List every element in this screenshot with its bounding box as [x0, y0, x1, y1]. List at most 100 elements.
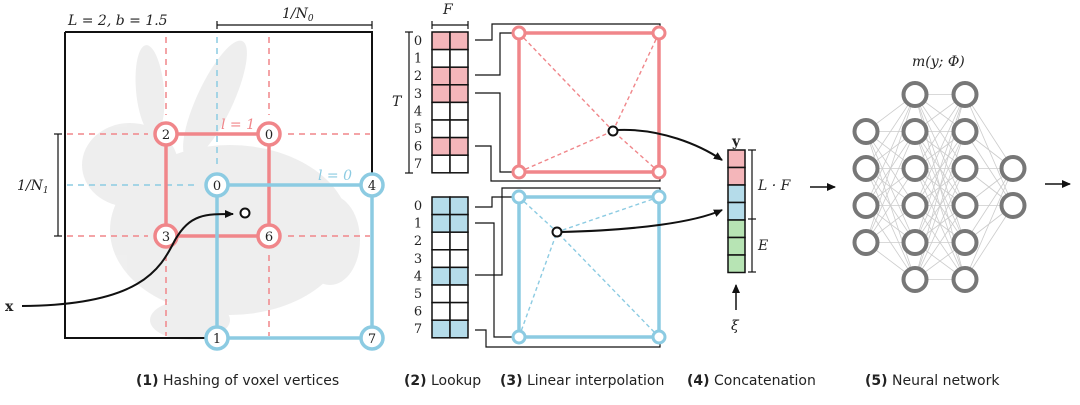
- network-edge: [914, 94, 966, 206]
- network-node-layer1: [901, 81, 929, 108]
- level0-output-arrow: [560, 209, 723, 233]
- domain-frame: [64, 31, 373, 339]
- level1-table-row: 4: [414, 101, 469, 121]
- hash-table-level1: 01 2 3 4 5 6 7: [414, 31, 469, 174]
- level1-table-row: 1: [414, 48, 469, 68]
- level0-vertex: 0: [204, 172, 230, 198]
- level0-label: l = 0: [318, 168, 352, 184]
- network-title: m(y; Φ): [912, 54, 965, 70]
- aux-label: ξ: [731, 318, 740, 334]
- network-edges: [865, 94, 1014, 280]
- lookup-connectors: [475, 23, 661, 348]
- table-cell: [449, 196, 469, 216]
- row-index: 4: [414, 104, 422, 119]
- network-edge: [964, 205, 1014, 280]
- vertex-index: 2: [162, 128, 170, 143]
- level0-table-row: 5: [414, 284, 469, 304]
- network-edge: [914, 168, 966, 280]
- level0-interp-square: [517, 195, 661, 339]
- vector-cell-level1: [727, 149, 746, 169]
- row-index: 1: [414, 52, 422, 67]
- table-cell: [449, 84, 469, 104]
- t-dimension: [405, 31, 413, 174]
- input-label: x: [5, 299, 14, 315]
- level0-voxel: [215, 183, 374, 340]
- level1-interp-point: [607, 125, 619, 137]
- network-node-layer2: [951, 118, 979, 145]
- n0-dimension: [216, 21, 373, 29]
- corner-node: [651, 164, 667, 180]
- level1-label: l = 1: [221, 117, 255, 133]
- table-cell: [449, 284, 469, 304]
- table-cell: [431, 196, 451, 216]
- level0-table-row: 7: [414, 319, 469, 339]
- row-index: 2: [414, 69, 422, 84]
- level0-vertices: 0 4 1 7: [204, 172, 385, 351]
- network-node-layer2: [951, 266, 979, 293]
- network-edge: [865, 94, 916, 206]
- input-point: [239, 207, 251, 219]
- table-cell: [449, 213, 469, 233]
- row-index: 7: [414, 157, 422, 172]
- level0-vertex: 1: [204, 325, 230, 351]
- level1-table-row: 2: [414, 66, 469, 86]
- network-node-layer2: [951, 192, 979, 219]
- table-cell: [431, 301, 451, 321]
- panel-concatenation: y L · F E ξ: [727, 134, 836, 334]
- interp-corners: [511, 25, 667, 345]
- network-edge: [865, 131, 916, 243]
- row-index: 3: [414, 87, 422, 102]
- level1-table-row: 6: [414, 136, 469, 156]
- lf-label: L · F: [757, 178, 792, 194]
- network-node-layer2: [951, 229, 979, 256]
- network-node-layer2: [951, 155, 979, 182]
- level0-interp-weights: [518, 196, 660, 338]
- table-cell: [431, 266, 451, 286]
- network-node-layer1: [901, 118, 929, 145]
- level1-table-row: 0: [414, 31, 469, 51]
- network-edge: [964, 168, 1014, 243]
- network-edge: [865, 168, 916, 243]
- table-cell: [449, 31, 469, 51]
- network-node-layer1: [901, 192, 929, 219]
- table-cell: [431, 231, 451, 251]
- level0-table-row: 2: [414, 231, 469, 251]
- vertex-index: 3: [162, 230, 170, 245]
- network-edge: [964, 94, 1014, 169]
- row-index: 6: [414, 140, 422, 155]
- f-dimension: [431, 21, 469, 29]
- network-node-layer0: [852, 192, 880, 219]
- table-cell: [449, 249, 469, 269]
- row-index: 1: [414, 217, 422, 232]
- caption-lookup: (2) Lookup: [404, 373, 481, 389]
- vector-dimensions: [748, 149, 756, 273]
- level0-table-row: 6: [414, 301, 469, 321]
- network-node-layer0: [852, 229, 880, 256]
- table-cell: [431, 154, 451, 174]
- vertex-index: 4: [368, 179, 376, 194]
- table-height-label: T: [392, 94, 403, 110]
- network-edge: [964, 168, 1014, 280]
- level0-table-row: 3: [414, 249, 469, 269]
- table-cell: [449, 119, 469, 139]
- table-cell: [449, 136, 469, 156]
- level1-interp-weights: [518, 32, 660, 173]
- panel-neural-network: m(y; Φ): [852, 54, 1071, 293]
- row-index: 5: [414, 122, 422, 137]
- panel-interpolation: [511, 25, 723, 345]
- corner-node: [511, 189, 527, 205]
- level1-table-row: 3: [414, 84, 469, 104]
- level0-vertex: 7: [359, 325, 385, 351]
- table-cell: [431, 31, 451, 51]
- row-index: 0: [414, 199, 422, 214]
- level0-vertex: 4: [359, 172, 385, 198]
- corner-node: [651, 329, 667, 345]
- row-index: 5: [414, 287, 422, 302]
- table-cell: [449, 266, 469, 286]
- row-index: 6: [414, 305, 422, 320]
- params-label: L = 2, b = 1.5: [67, 13, 168, 29]
- caption-interpolation: (3) Linear interpolation: [500, 373, 664, 389]
